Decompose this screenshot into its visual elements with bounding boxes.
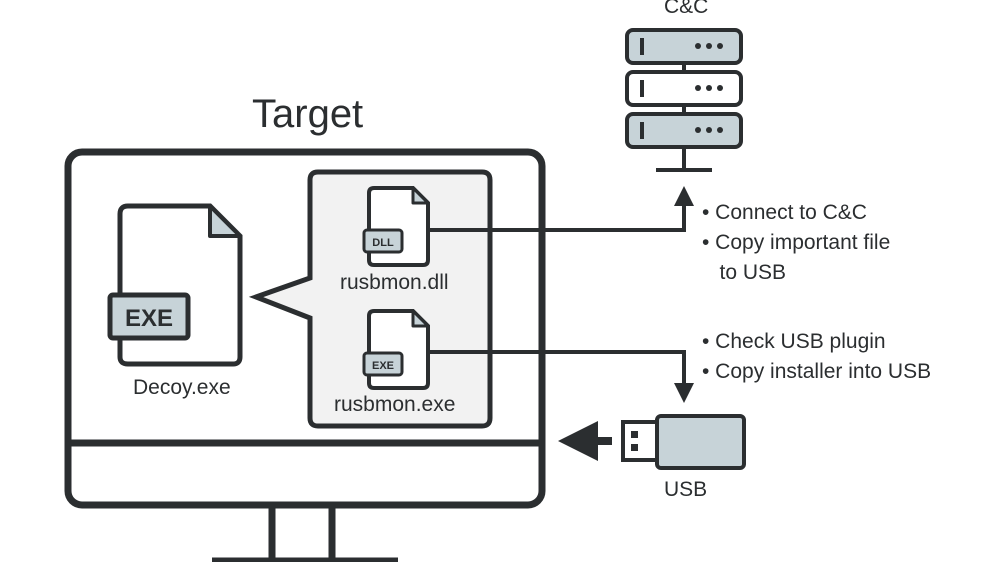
dll-action-1: • Connect to C&C bbox=[702, 201, 867, 224]
exe-badge-text: EXE bbox=[372, 360, 394, 372]
dll-actions-list: • Connect to C&C • Copy important file t… bbox=[702, 198, 890, 288]
decoy-file-name: Decoy.exe bbox=[133, 376, 231, 399]
dll-badge-text: DLL bbox=[372, 237, 394, 249]
exe-file-name: rusbmon.exe bbox=[334, 393, 456, 416]
decoy-badge bbox=[107, 292, 191, 341]
monitor-frame bbox=[64, 148, 546, 509]
exe-actions-list: • Check USB plugin • Copy installer into… bbox=[702, 327, 931, 387]
exe-action-1: • Check USB plugin bbox=[702, 330, 886, 353]
dll-badge bbox=[362, 228, 404, 254]
decoy-file-icon bbox=[107, 203, 243, 367]
usb-drive-icon bbox=[621, 414, 746, 470]
cnc-server-icon bbox=[625, 28, 743, 172]
decoy-badge-text: EXE bbox=[125, 305, 173, 332]
dll-file-name: rusbmon.dll bbox=[340, 271, 449, 294]
dll-action-2: • Copy important file bbox=[702, 231, 891, 254]
exe-to-usb-arrow bbox=[428, 350, 694, 403]
callout-panel bbox=[248, 169, 493, 429]
dll-action-3: to USB bbox=[702, 261, 787, 284]
usb-label: USB bbox=[664, 478, 708, 501]
target-label: Target bbox=[252, 92, 364, 136]
dll-file-icon bbox=[362, 186, 430, 267]
exe-badge bbox=[362, 351, 404, 377]
monitor bbox=[64, 148, 546, 563]
exe-file-icon bbox=[362, 309, 430, 390]
exe-action-2: • Copy installer into USB bbox=[702, 360, 932, 383]
cnc-label: C&C bbox=[664, 0, 709, 18]
dll-to-cnc-arrow bbox=[428, 186, 694, 232]
